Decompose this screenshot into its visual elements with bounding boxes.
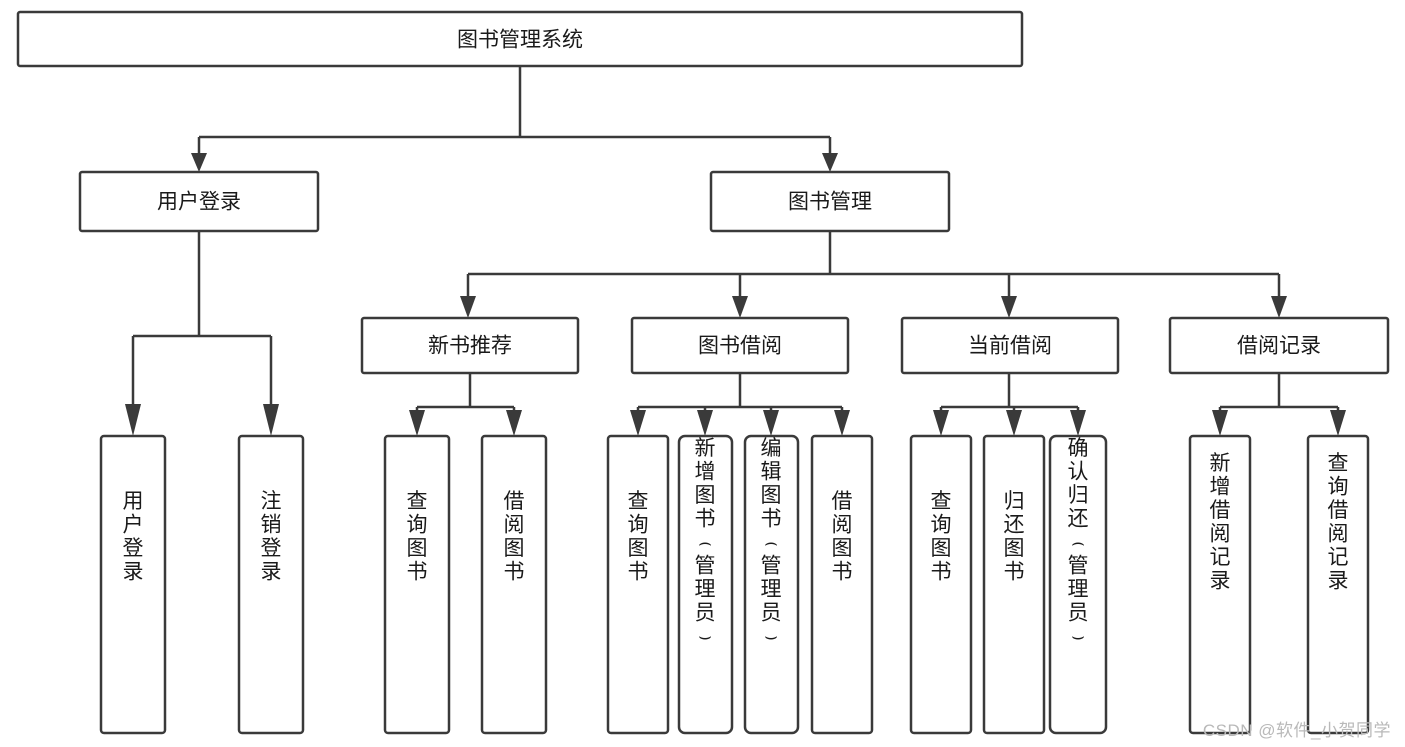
- arrow-head-leaf-add-record: [1212, 410, 1228, 436]
- node-book-borrow-label: 图书借阅: [698, 335, 782, 358]
- leaf-add-borrow-record-box[interactable]: [1188, 434, 1252, 735]
- leaf-query-book-recommend[interactable]: 查询图书: [383, 434, 451, 735]
- node-root-label: 图书管理系统: [457, 29, 583, 52]
- leaf-query-book-current-label: 查询图书: [931, 490, 952, 584]
- node-current-borrow-label: 当前借阅: [968, 335, 1052, 358]
- node-book-borrow[interactable]: 图书借阅: [630, 316, 850, 375]
- node-borrow-record-label: 借阅记录: [1237, 335, 1321, 358]
- node-new-book-recommend[interactable]: 新书推荐: [360, 316, 580, 375]
- node-user-login[interactable]: 用户登录: [78, 170, 320, 233]
- leaf-query-book-borrow-label: 查询图书: [628, 490, 649, 584]
- arrow-head-leaf-query-record: [1330, 410, 1346, 436]
- leaf-borrow-book-borrow-box[interactable]: [810, 434, 874, 735]
- arrow-head-leaf-borrow-book-2: [834, 410, 850, 436]
- leaf-query-borrow-record[interactable]: 查询借阅记录: [1306, 434, 1370, 735]
- leaf-query-book-recommend-label: 查询图书: [407, 490, 428, 584]
- arrow-head-current-borrow: [1001, 296, 1017, 318]
- csdn-watermark: CSDN @软件_小贺同学: [1202, 721, 1391, 740]
- leaf-return-book-box[interactable]: [982, 434, 1046, 735]
- node-borrow-record[interactable]: 借阅记录: [1168, 316, 1390, 375]
- leaf-return-book[interactable]: 归还图书: [982, 434, 1046, 735]
- leaf-add-book-admin[interactable]: 新增图书⌢管理员⌣: [677, 434, 734, 735]
- edge-group: [125, 66, 1346, 436]
- node-root[interactable]: 图书管理系统: [16, 10, 1024, 68]
- leaf-confirm-return-admin-box[interactable]: [1048, 434, 1108, 735]
- leaf-logout-box[interactable]: [237, 434, 305, 735]
- node-new-book-recommend-label: 新书推荐: [428, 335, 512, 358]
- leaf-return-book-label: 归还图书: [1004, 490, 1025, 584]
- node-user-login-box[interactable]: [78, 170, 320, 233]
- leaf-borrow-book-borrow[interactable]: 借阅图书: [810, 434, 874, 735]
- leaf-edit-book-admin-box[interactable]: [743, 434, 800, 735]
- node-root-box[interactable]: [16, 10, 1024, 68]
- node-current-borrow-box[interactable]: [900, 316, 1120, 375]
- arrow-head-leaf-confirm-return: [1070, 410, 1086, 436]
- arrow-head-leaf-query-book-1: [409, 410, 425, 436]
- arrow-head-leaf-logout: [263, 404, 279, 436]
- arrow-head-new-book-rec: [460, 296, 476, 318]
- node-book-management-box[interactable]: [709, 170, 951, 233]
- leaf-confirm-return-admin-label: 确认归还⌢管理员⌣: [1068, 437, 1089, 648]
- arrow-head-leaf-add-book: [697, 410, 713, 436]
- leaf-query-book-recommend-box[interactable]: [383, 434, 451, 735]
- leaf-borrow-book-recommend-label: 借阅图书: [504, 490, 525, 584]
- leaf-query-borrow-record-label: 查询借阅记录: [1328, 452, 1349, 593]
- arrow-head-leaf-return-book: [1006, 410, 1022, 436]
- node-current-borrow[interactable]: 当前借阅: [900, 316, 1120, 375]
- leaf-add-borrow-record[interactable]: 新增借阅记录: [1188, 434, 1252, 735]
- node-user-login-label: 用户登录: [157, 191, 241, 214]
- arrow-head-leaf-edit-book: [763, 410, 779, 436]
- arrow-head-borrow-record: [1271, 296, 1287, 318]
- node-book-management-label: 图书管理: [788, 191, 872, 214]
- leaf-user-login-box[interactable]: [99, 434, 167, 735]
- arrow-head-leaf-borrow-book-1: [506, 410, 522, 436]
- leaf-edit-book-admin-label: 编辑图书⌢管理员⌣: [761, 437, 782, 648]
- leaf-user-login-label: 用户登录: [123, 490, 144, 584]
- leaf-logout[interactable]: 注销登录: [237, 434, 305, 735]
- leaf-borrow-book-recommend-box[interactable]: [480, 434, 548, 735]
- arrow-head-book-borrow: [732, 296, 748, 318]
- node-borrow-record-box[interactable]: [1168, 316, 1390, 375]
- leaf-borrow-book-borrow-label: 借阅图书: [832, 490, 853, 584]
- leaf-add-borrow-record-label: 新增借阅记录: [1210, 452, 1231, 593]
- node-book-borrow-box[interactable]: [630, 316, 850, 375]
- leaf-query-borrow-record-box[interactable]: [1306, 434, 1370, 735]
- leaf-edit-book-admin[interactable]: 编辑图书⌢管理员⌣: [743, 434, 800, 735]
- arrow-head-leaf-user-login: [125, 404, 141, 436]
- leaf-logout-label: 注销登录: [261, 490, 282, 584]
- arrow-head-leaf-query-book-3: [933, 410, 949, 436]
- leaf-query-book-current-box[interactable]: [909, 434, 973, 735]
- leaf-confirm-return-admin[interactable]: 确认归还⌢管理员⌣: [1048, 434, 1108, 735]
- arrow-head-leaf-query-book-2: [630, 410, 646, 436]
- leaf-add-book-admin-box[interactable]: [677, 434, 734, 735]
- leaf-query-book-borrow-box[interactable]: [606, 434, 670, 735]
- arrow-head-user-login: [191, 153, 207, 172]
- leaf-user-login[interactable]: 用户登录: [99, 434, 167, 735]
- leaf-query-book-current[interactable]: 查询图书: [909, 434, 973, 735]
- arrow-head-book-mgmt: [822, 153, 838, 172]
- leaf-query-book-borrow[interactable]: 查询图书: [606, 434, 670, 735]
- node-new-book-recommend-box[interactable]: [360, 316, 580, 375]
- node-book-management[interactable]: 图书管理: [709, 170, 951, 233]
- leaf-add-book-admin-label: 新增图书⌢管理员⌣: [695, 437, 716, 648]
- leaf-borrow-book-recommend[interactable]: 借阅图书: [480, 434, 548, 735]
